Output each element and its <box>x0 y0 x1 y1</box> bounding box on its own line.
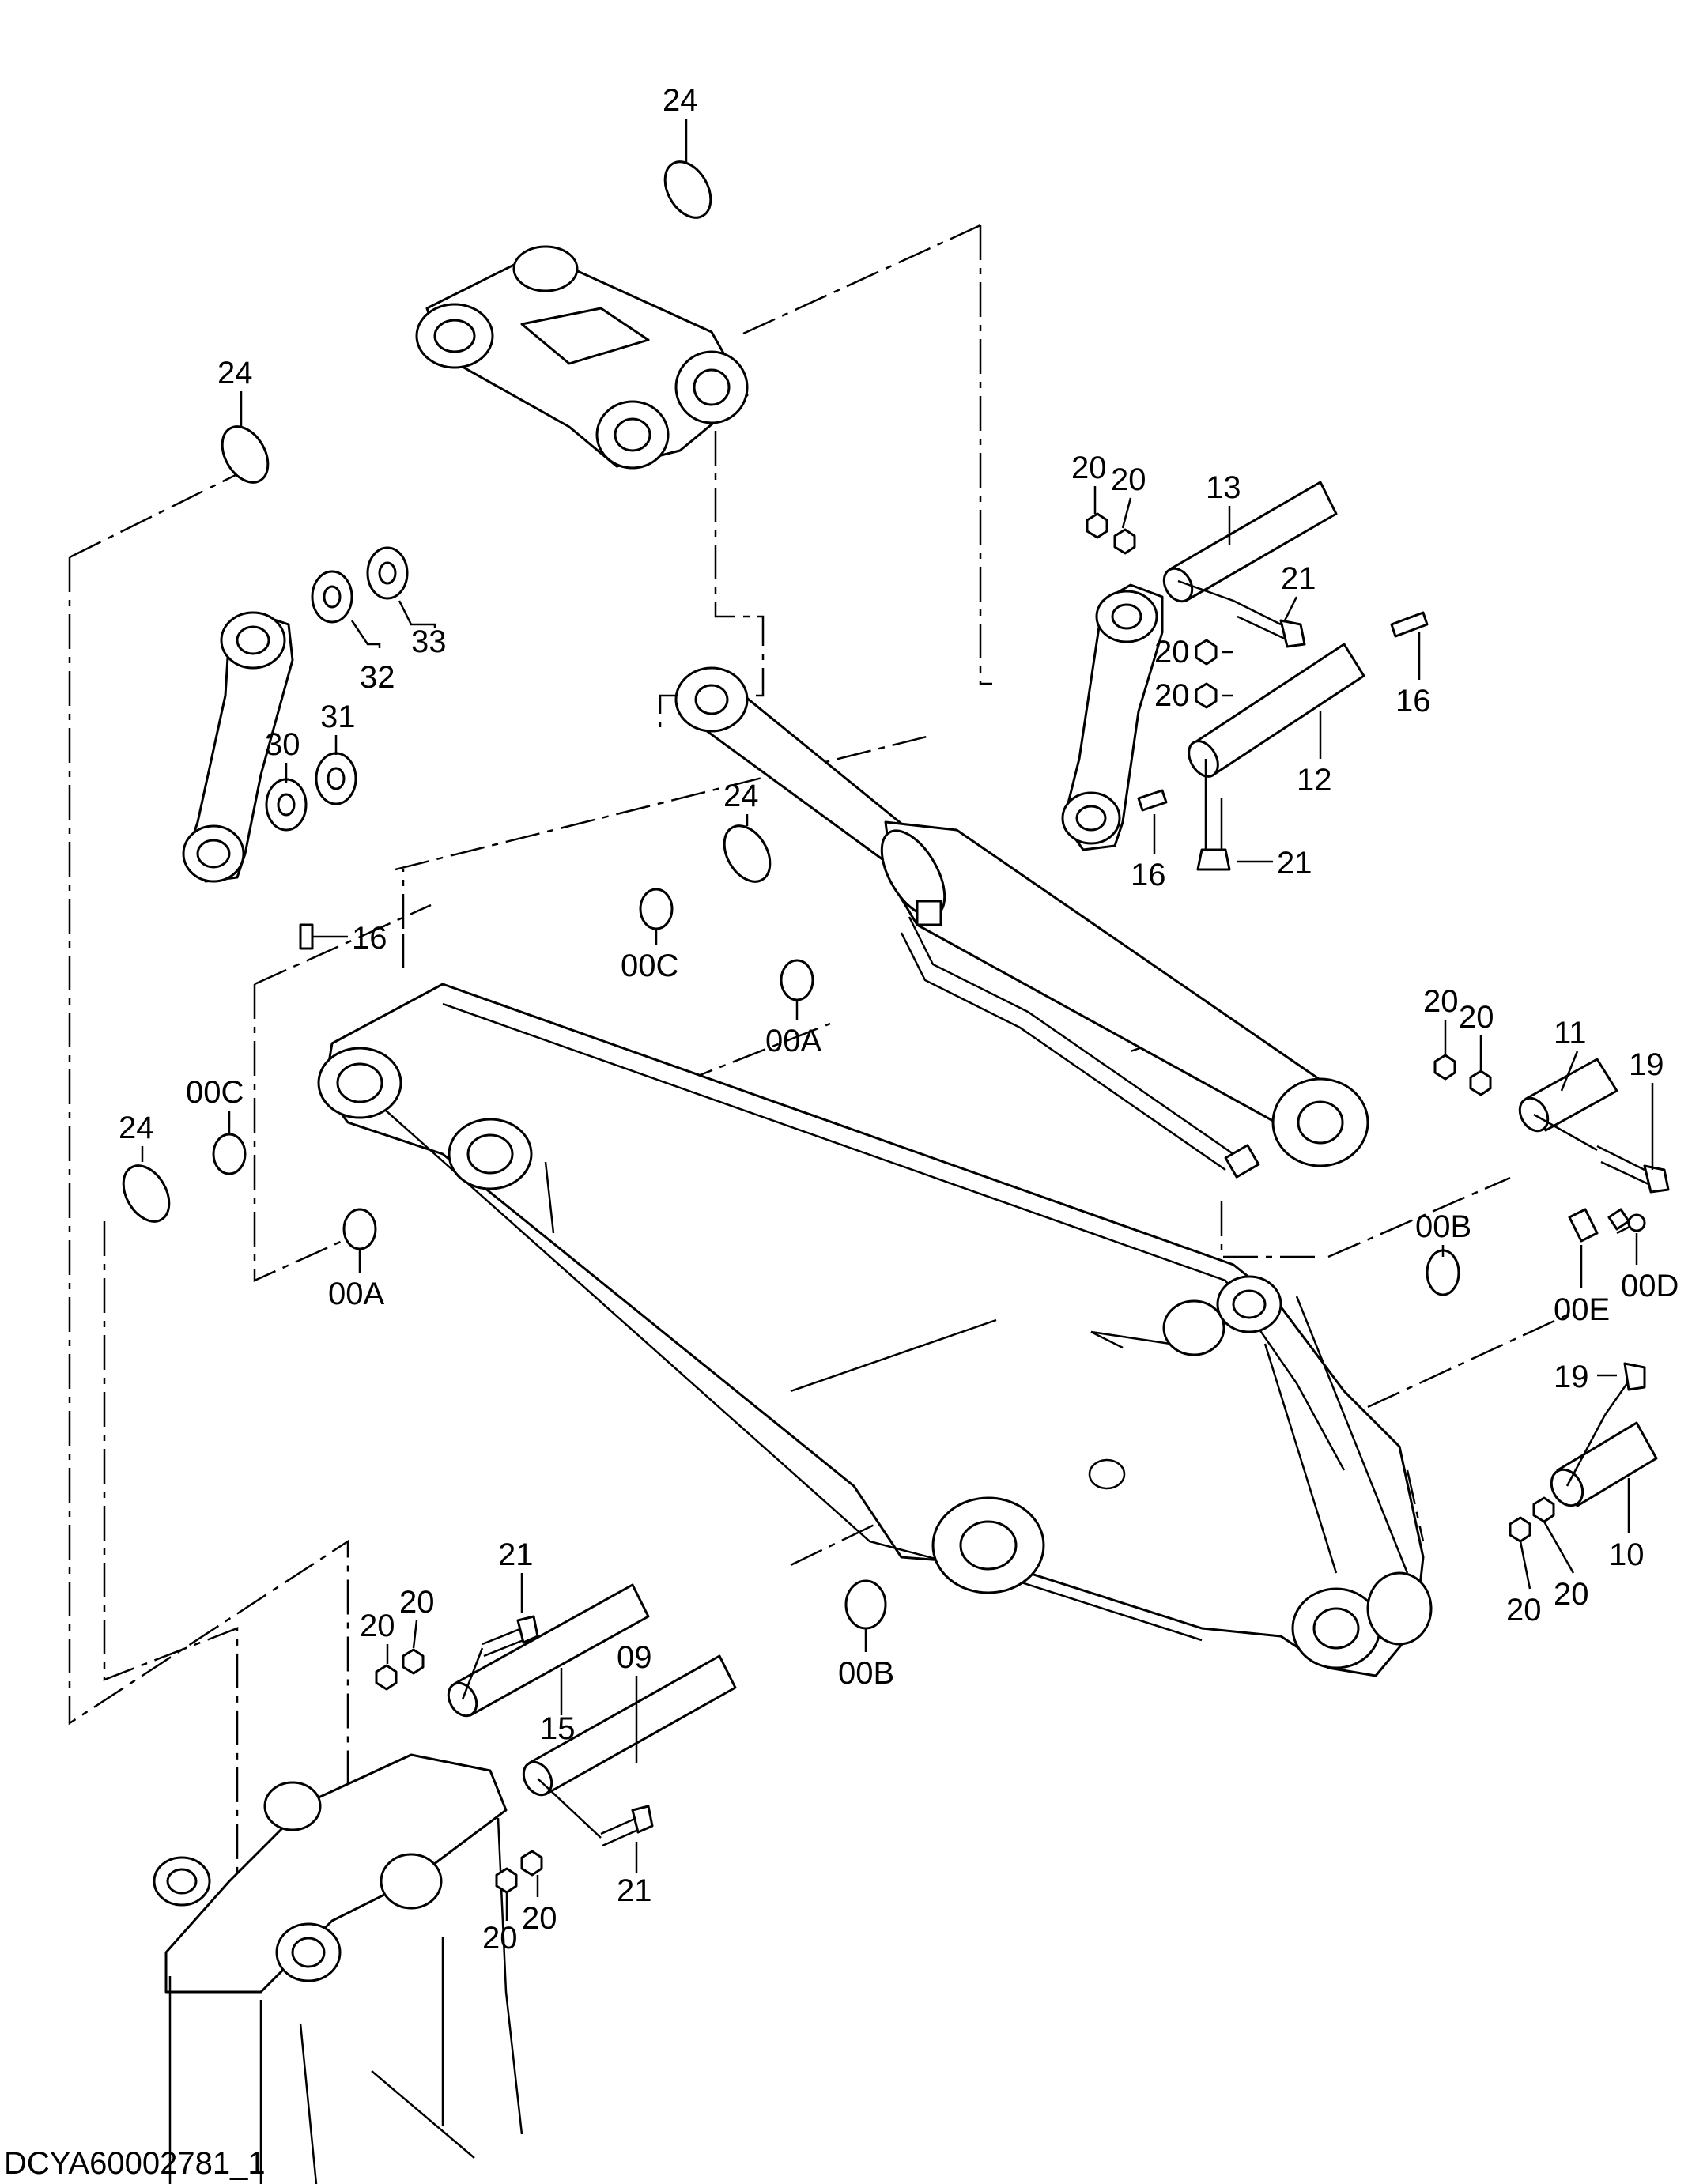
bolt-21-left <box>482 1615 539 1658</box>
callout-16-right: 16 <box>1395 684 1431 719</box>
callout-20-pin10-b: 20 <box>1506 1593 1542 1628</box>
callout-24-left: 24 <box>217 356 253 390</box>
callout-20-pin09-a: 20 <box>482 1921 518 1956</box>
plate-00E <box>1568 1208 1599 1243</box>
callout-20-pin12-a: 20 <box>1154 635 1190 670</box>
callout-11: 11 <box>1554 1016 1587 1051</box>
side-link-right <box>1061 583 1164 851</box>
callout-labels: 24 24 33 32 31 30 16 24 00C 00A 00C 24 0… <box>119 83 1679 1956</box>
callout-20-pin13-b: 20 <box>1111 462 1146 497</box>
nuts <box>375 512 1555 1894</box>
callout-00A-middle: 00A <box>765 1024 821 1058</box>
assembly-chain-lines <box>68 224 1574 1881</box>
grease-fittings <box>299 611 1630 1231</box>
callout-33: 33 <box>411 624 447 659</box>
callout-09: 09 <box>617 1640 652 1675</box>
pin-13 <box>1162 481 1338 603</box>
callout-00B-lower: 00B <box>838 1656 894 1691</box>
callout-00E: 00E <box>1554 1292 1610 1327</box>
callout-20-pin11-b: 20 <box>1459 1000 1494 1035</box>
callout-16-middle: 16 <box>1131 858 1166 892</box>
callout-16-left: 16 <box>352 921 387 956</box>
callout-20-pin12-b: 20 <box>1154 678 1190 713</box>
callout-24-lower-left: 24 <box>119 1111 154 1145</box>
callout-00B-upper: 00B <box>1415 1209 1471 1244</box>
arm-bracket <box>153 1753 523 2184</box>
callout-20-pin10-a: 20 <box>1554 1577 1589 1612</box>
leader-lines <box>141 119 1654 1921</box>
callout-15: 15 <box>540 1711 576 1746</box>
bolt-21-upper <box>1233 599 1306 648</box>
callout-32: 32 <box>360 660 395 695</box>
callout-21-lower: 21 <box>617 1873 652 1908</box>
callout-21-upper: 21 <box>1281 561 1316 596</box>
callout-10: 10 <box>1609 1537 1645 1572</box>
bucket-link <box>415 245 749 470</box>
hydraulic-cylinder <box>674 666 1369 1179</box>
callout-21-left: 21 <box>498 1537 534 1572</box>
shims-washers <box>212 546 1460 1630</box>
callout-20-pin09-b: 20 <box>522 1901 557 1936</box>
callout-19-lower: 19 <box>1554 1360 1589 1394</box>
bolt-19-upper <box>1596 1145 1670 1194</box>
callout-21-middle: 21 <box>1277 846 1312 881</box>
bolt-19-lower <box>1603 1362 1646 1416</box>
pin-10 <box>1550 1421 1658 1507</box>
callout-20-pin11-a: 20 <box>1423 984 1459 1019</box>
callout-20-pin13-a: 20 <box>1071 451 1107 485</box>
bolt-21-vertical <box>1196 798 1231 871</box>
bolt-00D <box>1616 1213 1646 1235</box>
callout-00C-middle: 00C <box>621 949 678 983</box>
callout-30: 30 <box>265 727 300 762</box>
o-rings <box>122 160 772 1223</box>
side-link-left <box>182 611 294 883</box>
callout-00C-left: 00C <box>186 1075 244 1110</box>
callout-00A-left: 00A <box>328 1277 384 1311</box>
callout-20-pin15-a: 20 <box>360 1609 395 1643</box>
boom-arm <box>317 983 1433 1677</box>
callout-12: 12 <box>1297 763 1332 798</box>
callout-20-pin15-b: 20 <box>399 1585 435 1620</box>
pin-12 <box>1188 643 1365 778</box>
callout-00D: 00D <box>1621 1269 1679 1303</box>
drawing-code: DCYA60002781_1 <box>4 2146 266 2181</box>
pin-11 <box>1518 1058 1618 1133</box>
callout-24-top: 24 <box>663 83 698 118</box>
callout-13: 13 <box>1206 470 1241 505</box>
callout-31: 31 <box>320 700 356 734</box>
callout-24-middle: 24 <box>723 779 759 813</box>
bolt-21-lower <box>600 1805 654 1847</box>
callout-19-upper: 19 <box>1629 1047 1664 1082</box>
